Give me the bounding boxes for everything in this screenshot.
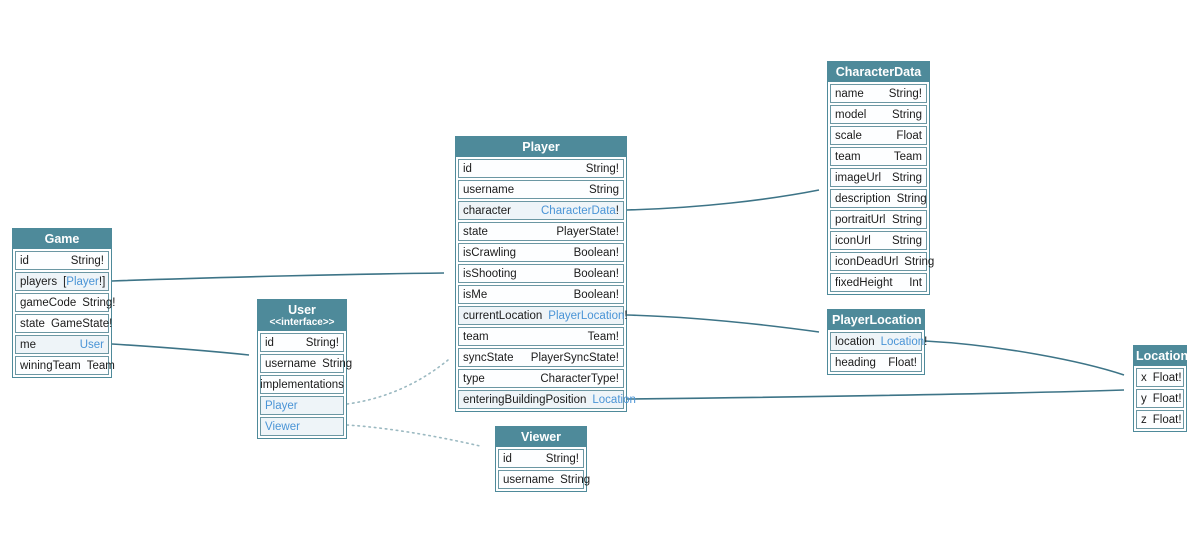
edge-user-implementation-player	[346, 359, 449, 405]
type-link[interactable]: User	[79, 338, 104, 351]
type-link[interactable]: CharacterData	[541, 204, 616, 217]
interface-stereotype: <<interface>>	[269, 317, 335, 328]
table-title-viewer[interactable]: Viewer	[496, 427, 586, 447]
type-link[interactable]: Location	[880, 335, 925, 348]
table-row[interactable]: Viewer	[260, 417, 344, 436]
table-title-game[interactable]: Game	[13, 229, 111, 249]
table-title-characterdata[interactable]: CharacterData	[828, 62, 929, 82]
table-row[interactable]: Player	[260, 396, 344, 415]
edge-player-currentlocation-playerlocation	[626, 314, 820, 333]
table-title-user[interactable]: User <<interface>>	[258, 300, 346, 331]
type-link[interactable]: Viewer	[265, 420, 300, 433]
edge-player-character-characterdata	[626, 189, 820, 211]
type-link[interactable]: Location	[592, 393, 636, 406]
implementations-row: implementations	[260, 375, 344, 394]
edge-player-enteringbuildingposition-location	[626, 389, 1125, 400]
edge-playerlocation-location-location	[924, 340, 1125, 376]
type-link[interactable]: Player	[66, 275, 99, 288]
edge-user-implementation-viewer	[346, 424, 481, 447]
table-title-location[interactable]: Location	[1134, 346, 1188, 366]
edge-game-players-player	[111, 272, 445, 282]
type-link[interactable]: PlayerLocation	[548, 309, 625, 322]
table-row[interactable]: players[Player!]	[15, 272, 109, 291]
table-title-playerlocation[interactable]: PlayerLocation	[828, 310, 924, 330]
edge-game-me-user	[111, 343, 250, 356]
type-link[interactable]: Player	[265, 399, 298, 412]
table-title-player[interactable]: Player	[456, 137, 626, 157]
